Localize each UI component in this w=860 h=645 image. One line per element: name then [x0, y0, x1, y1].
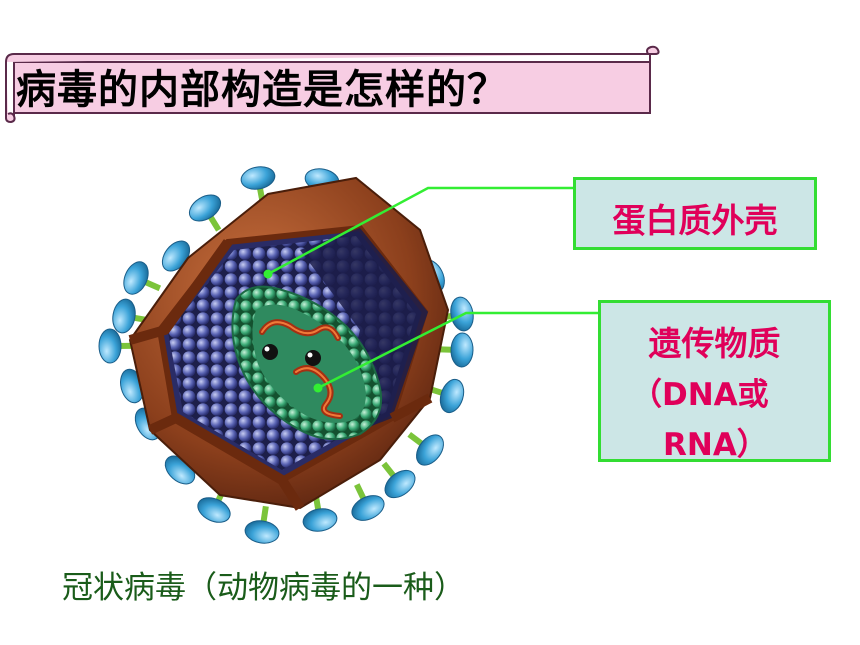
spike-head: [439, 378, 465, 414]
spike-head: [188, 194, 222, 222]
protein-shell-label: 蛋白质外壳: [612, 201, 778, 240]
title-banner: [5, 45, 660, 124]
spike-head: [302, 508, 338, 532]
spike-head: [351, 495, 385, 521]
figure-caption: 冠状病毒（动物病毒的一种）: [62, 570, 465, 606]
spike-head: [416, 434, 444, 466]
leader-line-protein-shell: [267, 186, 573, 276]
genetic-material-label-rna: RNA）: [663, 427, 768, 463]
spike-head: [98, 328, 122, 364]
spike-head: [197, 497, 231, 523]
protein-shell-label-box: 蛋白质外壳: [573, 177, 817, 250]
spike-head: [244, 520, 280, 544]
spike-head: [112, 298, 136, 334]
genetic-material-label-box: 遗传物质 （DNA或 RNA）: [598, 300, 831, 463]
leader-line-genetic-material: [317, 311, 598, 390]
spike-head: [450, 332, 474, 368]
genetic-material-label: 遗传物质: [648, 324, 781, 363]
page-title: 病毒的内部构造是怎样的？: [16, 67, 508, 113]
spike-head: [123, 261, 149, 295]
genetic-material-label-dna: （DNA或: [631, 377, 769, 413]
spike-head: [240, 166, 276, 190]
spike-head: [384, 469, 416, 499]
